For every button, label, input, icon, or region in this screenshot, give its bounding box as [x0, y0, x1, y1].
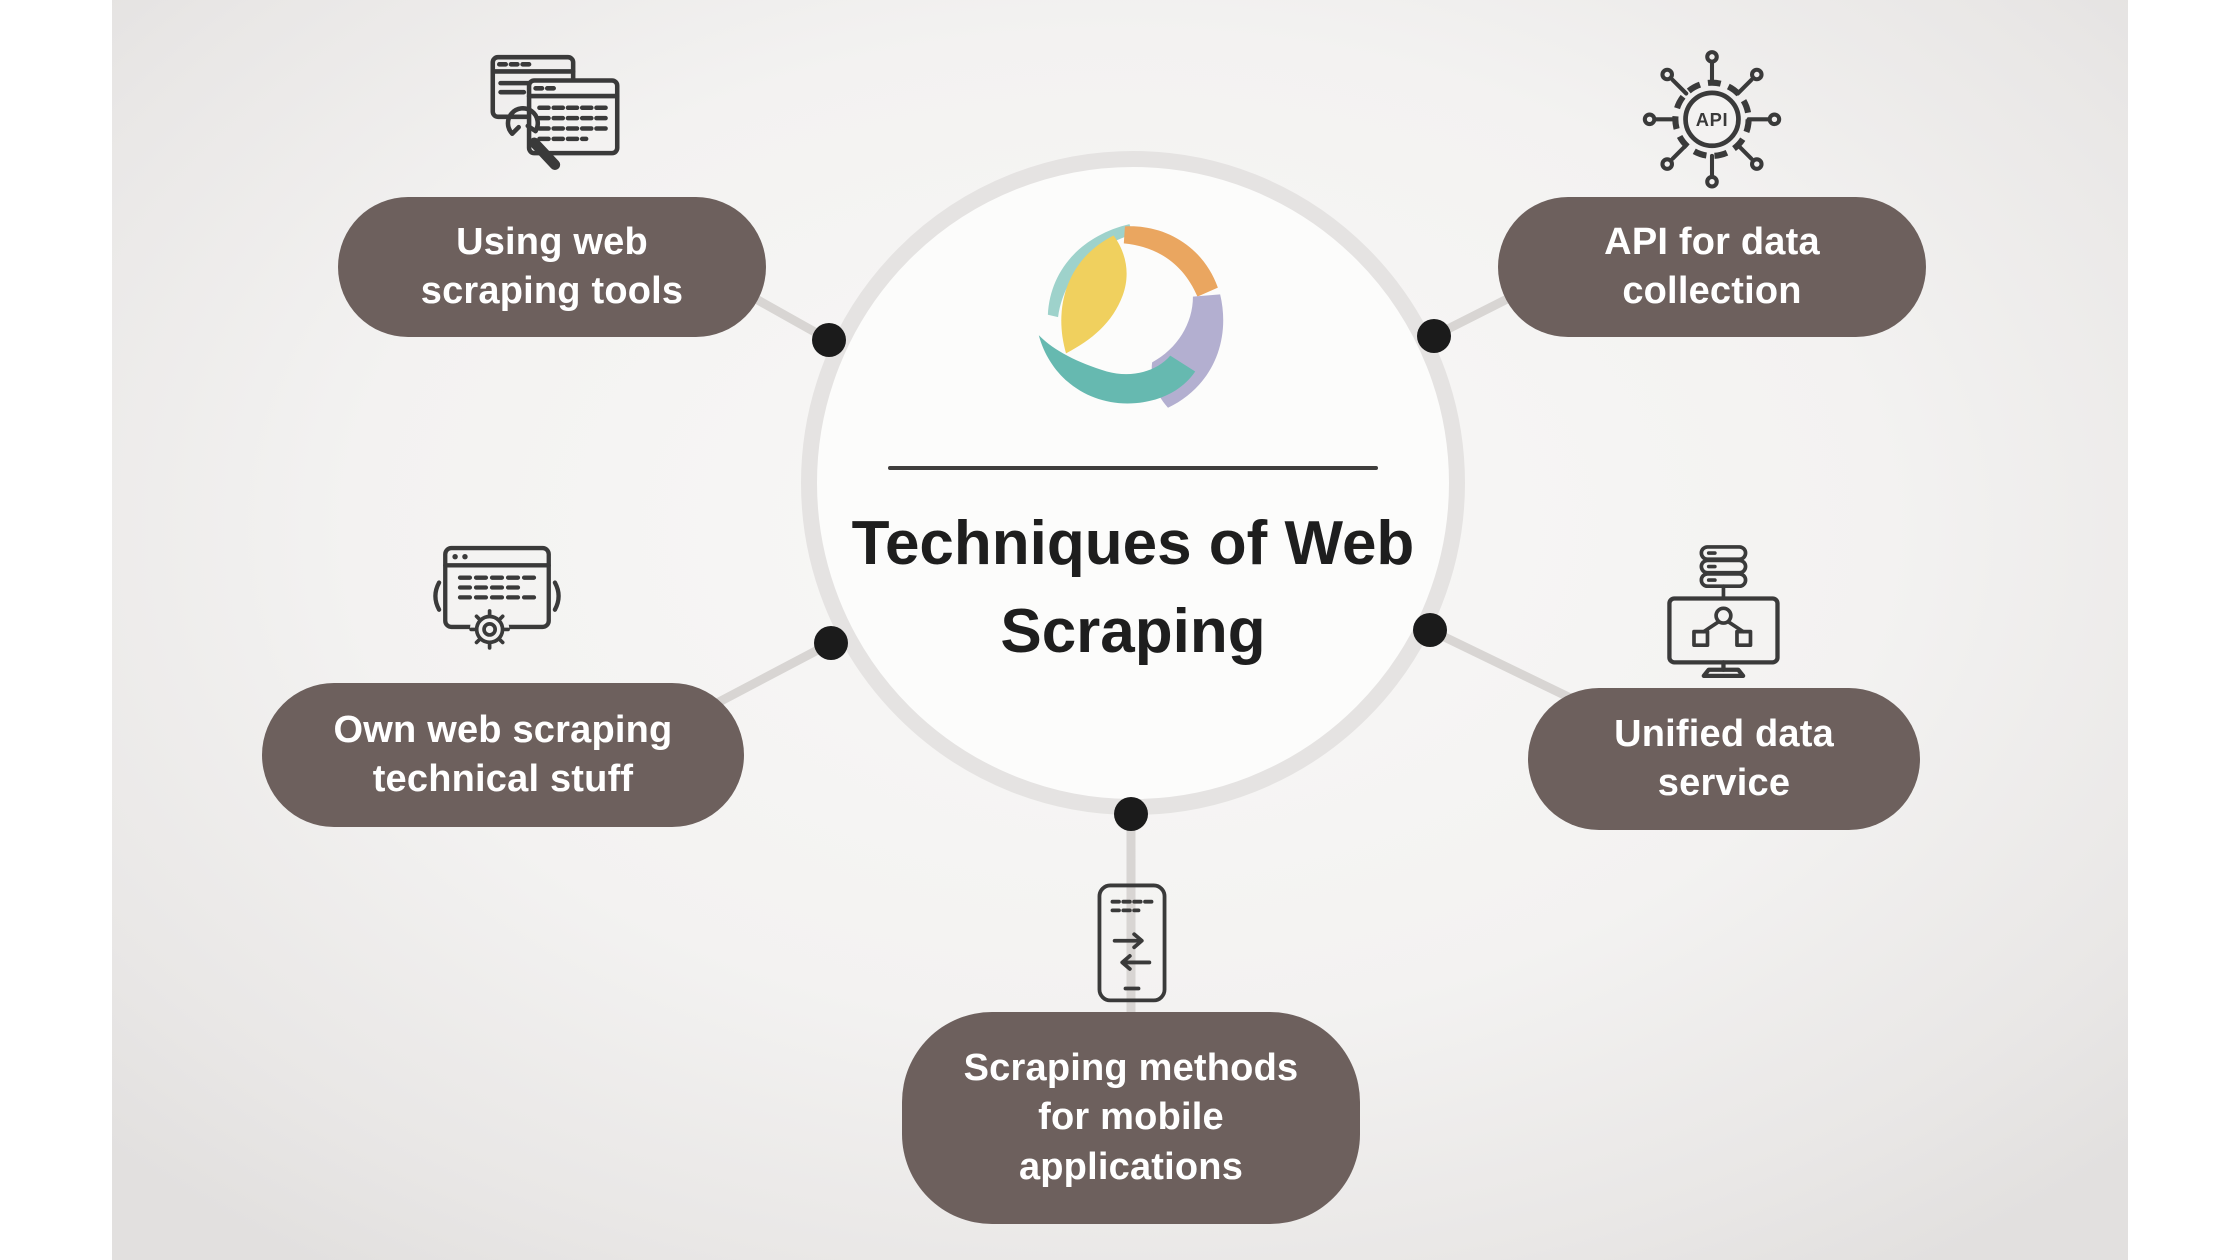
- pill-label-line: Own web scraping: [333, 708, 673, 751]
- pill-label-line: Using web: [456, 220, 648, 263]
- title-line-1: Techniques of Web: [851, 509, 1415, 578]
- pill-label-line: for mobile: [1038, 1096, 1224, 1139]
- browser-code-gear-icon: [428, 538, 566, 674]
- logo-orange-crescent: [1123, 226, 1218, 297]
- anchor-dot-top-right: [1417, 319, 1451, 353]
- api-network-icon: API: [1636, 46, 1788, 198]
- node-pill-unified-data-service: Unified data service: [1528, 688, 1920, 830]
- node-pill-own-web-scraping-technical-stuff: Own web scraping technical stuff: [262, 683, 744, 827]
- pill-label-line: collection: [1622, 270, 1802, 312]
- anchor-dot-mid-right: [1413, 613, 1447, 647]
- database-monitor-icon: [1654, 542, 1788, 682]
- node-pill-scraping-methods-for-mobile-applications: Scraping methods for mobile applications: [902, 1012, 1360, 1224]
- node-pill-api-for-data-collection: API for data collection: [1498, 197, 1926, 337]
- pill-label-line: service: [1657, 762, 1791, 804]
- web-scraping-tools-icon: [482, 52, 628, 192]
- connector-mid-left: [695, 638, 836, 717]
- tri-swirl-logo: [998, 206, 1270, 446]
- logo-yellow-swoosh: [1061, 235, 1127, 354]
- pill-label-line: Scraping methods: [963, 1046, 1299, 1089]
- pill-label-line: scraping tools: [420, 270, 684, 312]
- pill-label-line: applications: [1018, 1145, 1244, 1188]
- pill-label-line: API for data: [1604, 220, 1820, 263]
- pill-label-line: Unified data: [1614, 712, 1834, 755]
- mobile-sync-icon: [1080, 880, 1184, 1008]
- anchor-dot-mid-left: [814, 626, 848, 660]
- title-line-2: Scraping: [1000, 597, 1266, 667]
- logo-teal-swoosh: [1038, 335, 1196, 404]
- connector-mid-right: [1425, 625, 1590, 710]
- node-pill-using-web-scraping-tools: Using web scraping tools: [338, 197, 766, 337]
- api-icon-label: API: [1696, 109, 1729, 130]
- title-divider: [888, 466, 1378, 470]
- logo-teal-light-crescent: [1047, 224, 1133, 318]
- pill-label-line: technical stuff: [372, 758, 634, 800]
- anchor-dot-top-left: [812, 323, 846, 357]
- anchor-dot-bottom: [1114, 797, 1148, 831]
- page-title: Techniques of Web Scraping: [723, 500, 1543, 676]
